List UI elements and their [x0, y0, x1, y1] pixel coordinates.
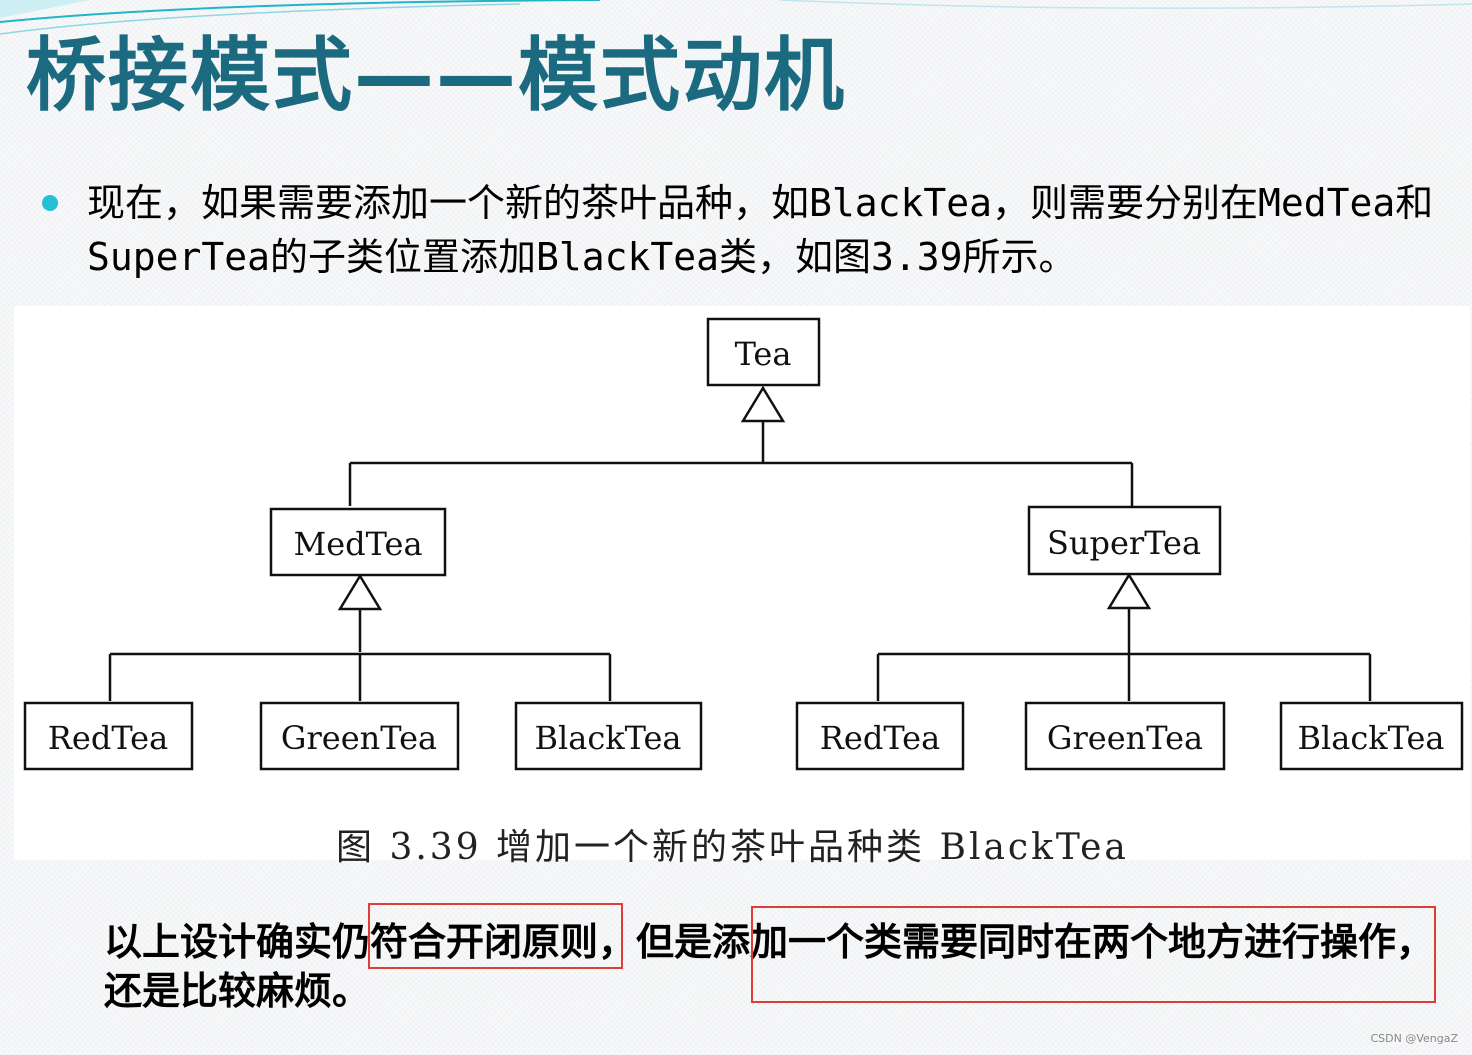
class-label-blacktea: BlackTea	[1297, 719, 1444, 757]
class-box-supertea-greentea	[1024, 701, 1226, 771]
root-connector-lines	[348, 421, 1134, 506]
summary-note: 以上设计确实仍符合开闭原则，但是添加一个类需要同时在两个地方进行操作，还是比较麻…	[104, 920, 1435, 1013]
class-box-supertea	[1027, 505, 1222, 576]
class-label-supertea: SuperTea	[1047, 524, 1201, 562]
highlight-box-open-closed	[368, 903, 623, 969]
class-label-redtea: RedTea	[48, 719, 168, 757]
class-box-medtea-redtea	[23, 701, 194, 771]
watermark: CSDN @VengaZ	[1370, 1032, 1458, 1045]
class-diagram-figure: Tea MedTea SuperTea RedTea GreenTea Blac…	[14, 306, 1470, 860]
inheritance-arrow-icon	[1106, 572, 1152, 610]
figure-caption: 图 3.39 增加一个新的茶叶品种类 BlackTea	[336, 827, 1129, 868]
class-box-medtea-blacktea	[514, 701, 703, 771]
class-box-supertea-blacktea	[1279, 701, 1464, 771]
class-label-greentea: GreenTea	[1047, 719, 1203, 757]
slide-title: 桥接模式——模式动机	[26, 29, 846, 122]
class-box-supertea-redtea	[795, 701, 965, 771]
top-decoration	[0, 0, 1472, 35]
inheritance-arrow-icon	[740, 385, 786, 423]
bullet-text: 现在，如果需要添加一个新的茶叶品种，如BlackTea，则需要分别在MedTea…	[87, 181, 1434, 279]
class-label-redtea: RedTea	[820, 719, 940, 757]
class-label-medtea: MedTea	[293, 525, 422, 563]
class-box-medtea-greentea	[259, 701, 460, 771]
highlight-box-two-places	[751, 906, 1436, 1003]
class-label-blacktea: BlackTea	[534, 719, 681, 757]
class-box-medtea	[269, 507, 447, 577]
class-box-tea	[706, 317, 821, 387]
supertea-connector-lines	[876, 608, 1372, 701]
bullet-icon	[42, 195, 58, 211]
medtea-connector-lines	[108, 609, 612, 701]
class-hierarchy-diagram: Tea MedTea SuperTea RedTea GreenTea Blac…	[23, 317, 1464, 771]
class-label-greentea: GreenTea	[281, 719, 437, 757]
class-label-tea: Tea	[735, 335, 792, 373]
inheritance-arrow-icon	[337, 573, 383, 611]
